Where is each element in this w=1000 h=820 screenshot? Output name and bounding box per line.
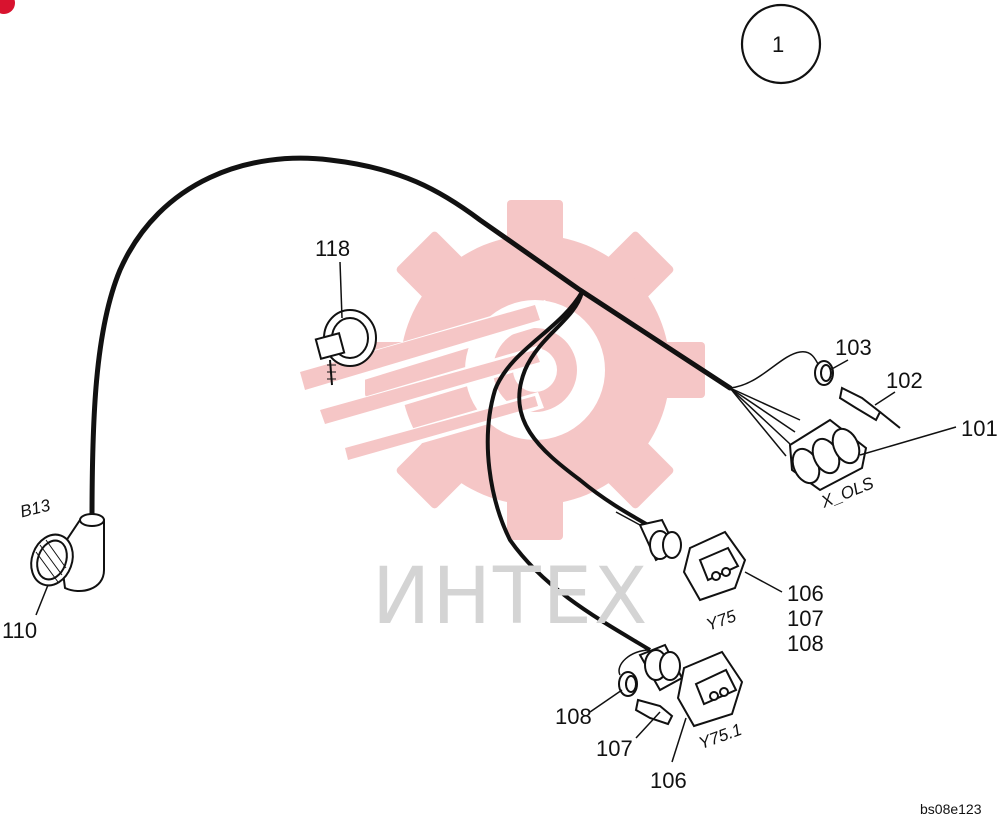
callout-101: 101 bbox=[961, 416, 998, 441]
gear-logo-icon bbox=[300, 200, 705, 540]
callout-103: 103 bbox=[835, 335, 872, 360]
watermark-text: ИНТЕХ bbox=[372, 552, 650, 642]
callout-106-lower: 106 bbox=[650, 768, 687, 793]
callout-108-lower: 108 bbox=[555, 704, 592, 729]
callout-108-upper: 108 bbox=[787, 631, 824, 656]
drawing-code: bs08e123 bbox=[920, 801, 982, 817]
callout-110: 110 bbox=[2, 618, 38, 643]
callout-106-upper: 106 bbox=[787, 581, 824, 606]
callout-107-lower: 107 bbox=[596, 736, 633, 761]
callout-102: 102 bbox=[886, 368, 923, 393]
sheet-number: 1 bbox=[772, 32, 785, 57]
callout-118: 118 bbox=[315, 236, 351, 261]
red-dot-icon bbox=[0, 0, 15, 14]
callout-107-upper: 107 bbox=[787, 606, 824, 631]
